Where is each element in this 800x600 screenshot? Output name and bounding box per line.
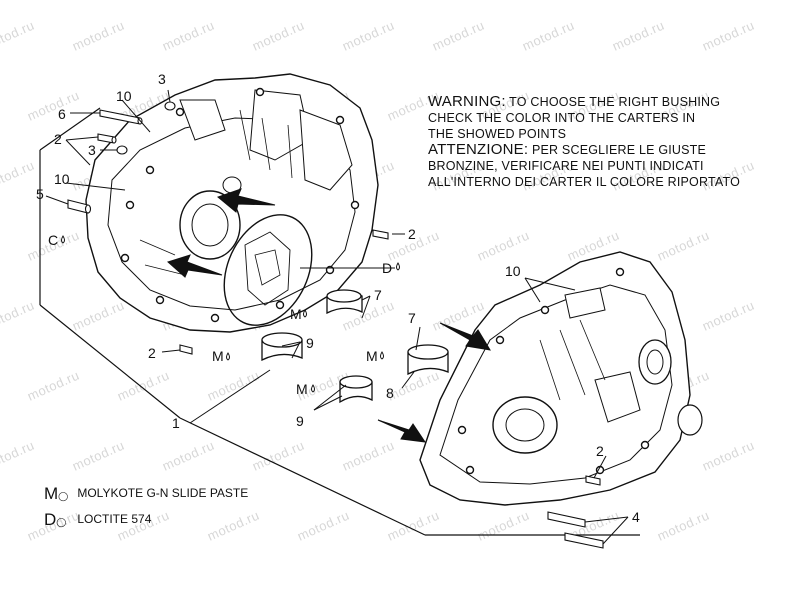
callout-C: C <box>48 232 58 248</box>
attention-text-2: BRONZINE, VERIFICARE NEI PUNTI INDICATI <box>428 159 704 173</box>
warning-notes: WARNING: TO CHOOSE THE RIGHT BUSHING CHE… <box>428 94 768 190</box>
callout-2: 2 <box>596 443 604 459</box>
legend-text-molykote: MOLYKOTE G-N SLIDE PASTE <box>77 486 249 500</box>
callout-10: 10 <box>116 88 132 104</box>
drop-marks <box>61 235 400 393</box>
callout-10: 10 <box>505 263 521 279</box>
callout-5: 5 <box>36 186 44 202</box>
legend-item-loctite: D◯ LOCTITE 574 <box>44 510 151 530</box>
callout-8: 8 <box>386 385 394 401</box>
legend-symbol-m: M◯ <box>44 484 69 503</box>
callout-D: D <box>382 260 392 276</box>
callout-7: 7 <box>408 310 416 326</box>
attention-text-3: ALL'INTERNO DEI CARTER IL COLORE RIPORTA… <box>428 175 741 189</box>
callout-3: 3 <box>88 142 96 158</box>
callout-2: 2 <box>408 226 416 242</box>
reference-lines <box>39 107 640 536</box>
callout-1: 1 <box>172 415 180 431</box>
callout-4: 4 <box>632 509 640 525</box>
main-bearing-bushing <box>407 344 449 376</box>
callout-9: 9 <box>296 413 304 429</box>
callout-2: 2 <box>148 345 156 361</box>
main-bearing-bushing <box>326 289 363 315</box>
legend-text-loctite: LOCTITE 574 <box>77 512 152 526</box>
main-bearing-bushing <box>261 332 303 362</box>
inspection-arrows <box>167 188 491 443</box>
callout-3: 3 <box>158 71 166 87</box>
attention-line-1: ATTENZIONE: PER SCEGLIERE LE GIUSTE <box>428 142 768 158</box>
right-crankcase-half <box>419 251 703 506</box>
studs-and-dowels <box>67 101 604 549</box>
warning-text-2: CHECK THE COLOR INTO THE CARTERS IN <box>428 111 696 125</box>
callout-10: 10 <box>54 171 70 187</box>
callout-9: 9 <box>306 335 314 351</box>
main-bearing-bushing <box>339 375 373 404</box>
callout-labels: 6 10 3 2 3 10 5 C 2 D 7 M 9 M 2 1 7 M 8 … <box>36 71 640 525</box>
warning-line-1: WARNING: TO CHOOSE THE RIGHT BUSHING <box>428 94 768 110</box>
warning-text-3: THE SHOWED POINTS <box>428 127 567 141</box>
legend-symbol-d: D◯ <box>44 510 67 529</box>
warning-label: WARNING: <box>428 93 506 110</box>
callout-M: M <box>212 348 224 364</box>
attention-text-1: PER SCEGLIERE LE GIUSTE <box>531 143 707 157</box>
attention-label: ATTENZIONE: <box>428 141 529 158</box>
leader-lines <box>45 89 629 545</box>
callout-6: 6 <box>58 106 66 122</box>
callout-M: M <box>290 306 302 322</box>
warning-text-1: TO CHOOSE THE RIGHT BUSHING <box>509 95 721 109</box>
inspection-area-left <box>223 214 313 326</box>
callout-2: 2 <box>54 131 62 147</box>
callout-7: 7 <box>374 287 382 303</box>
callout-M: M <box>296 381 308 397</box>
callout-M: M <box>366 348 378 364</box>
legend-item-molykote: M◯ MOLYKOTE G-N SLIDE PASTE <box>44 484 248 504</box>
